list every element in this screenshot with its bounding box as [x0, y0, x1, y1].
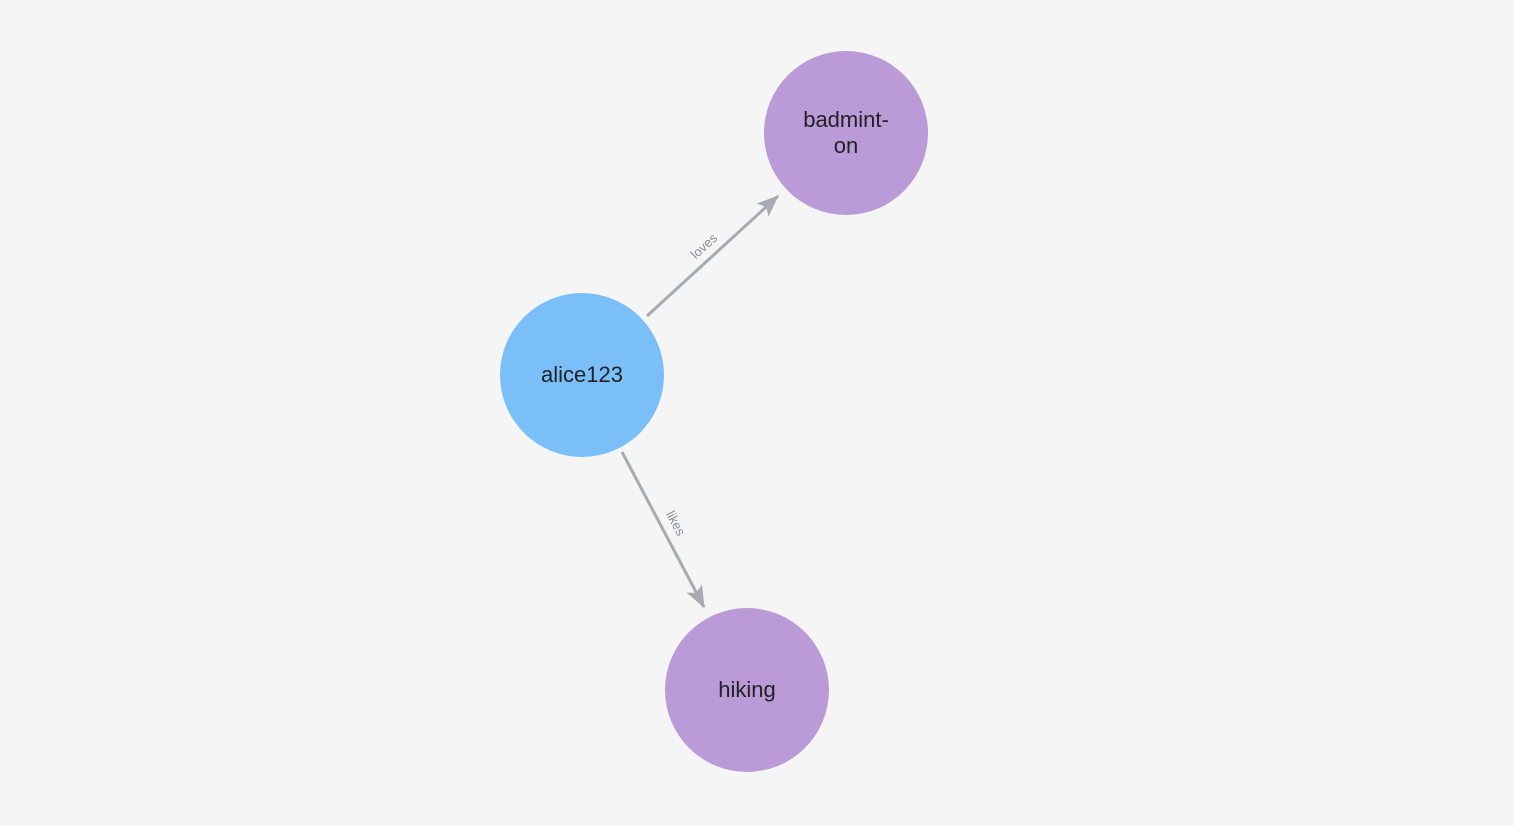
node-alice123[interactable]: alice123	[500, 293, 664, 457]
edge-loves: loves	[645, 194, 780, 318]
edge-likes-line[interactable]	[620, 451, 706, 608]
node-hiking[interactable]: hiking	[665, 608, 829, 772]
node-badminton-label: badmint- on	[803, 107, 889, 158]
node-hiking-label: hiking	[718, 677, 776, 703]
edge-loves-line[interactable]	[645, 194, 780, 318]
edge-label-loves: loves	[688, 230, 721, 262]
node-badminton[interactable]: badmint- on	[764, 51, 928, 215]
edge-likes: likes	[620, 451, 706, 608]
node-alice123-label: alice123	[541, 362, 623, 388]
